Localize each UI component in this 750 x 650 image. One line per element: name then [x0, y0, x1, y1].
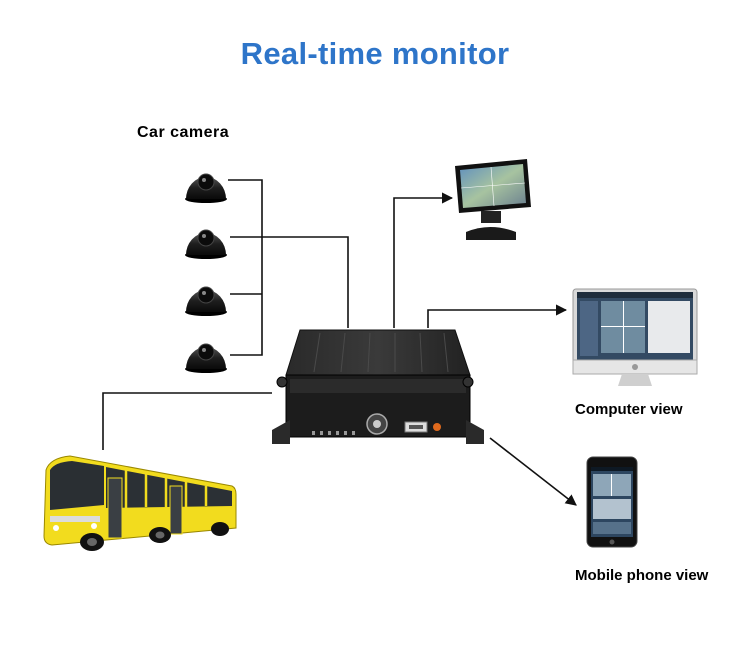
computer-monitor: [572, 288, 698, 386]
dome-camera-4: [185, 343, 227, 373]
dome-camera-1: [185, 173, 227, 203]
connection-lines: [102, 179, 577, 506]
dvr-to-monitor-arrow: [393, 192, 454, 328]
car-monitor: [455, 159, 531, 240]
car-camera-label: Car camera: [137, 124, 230, 141]
yellow-bus: [43, 455, 237, 551]
camera-bus-line: [228, 179, 263, 356]
dome-camera-2: [185, 229, 227, 259]
page-title: Real-time monitor: [240, 36, 510, 71]
computer-view-label: Computer view: [575, 401, 683, 418]
mobile-phone: [586, 456, 638, 548]
mobile-phone-view-label: Mobile phone view: [575, 567, 709, 584]
mobile-dvr-device: [272, 329, 484, 444]
dvr-to-computer-arrow: [427, 304, 568, 328]
dvr-to-mobile-arrow: [489, 437, 577, 506]
dome-camera-3: [185, 286, 227, 316]
bus-to-dvr-line: [102, 392, 272, 450]
camera-to-dvr-line: [230, 236, 349, 328]
